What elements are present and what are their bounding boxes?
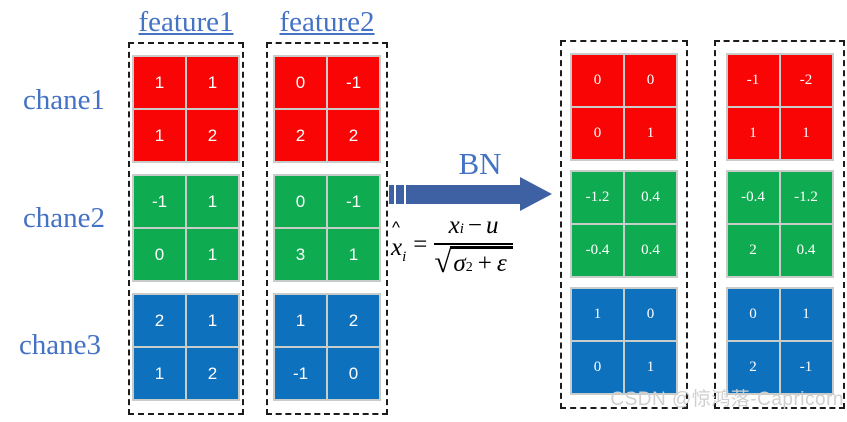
matrix-cell: 0: [625, 289, 676, 340]
feature2-header: feature2: [279, 6, 375, 38]
matrix-cell: -1: [275, 348, 326, 399]
arrow-shaft: [406, 184, 520, 204]
plus-sign: +: [477, 250, 492, 277]
matrix-cell: 1: [187, 57, 238, 108]
matrix-cell: 0: [625, 55, 676, 106]
formula-epsilon: ε: [496, 250, 507, 277]
bn-arrow-label: BN: [458, 146, 502, 181]
matrix-cell: 2: [187, 348, 238, 399]
matrix-cell: 1: [134, 57, 185, 108]
matrix-cell: 0: [572, 342, 623, 393]
matrix-cell: 0: [275, 176, 326, 227]
matrix-cell: 2: [328, 110, 379, 161]
formula-x: x: [391, 234, 403, 261]
formula-x: x: [448, 212, 460, 239]
matrix-cell: 2: [134, 295, 185, 346]
arrow-segment-icon: [396, 184, 404, 204]
matrix-cell: 0: [275, 57, 326, 108]
matrix-cell: 1: [572, 289, 623, 340]
formula-sigma: σ: [453, 250, 466, 277]
matrix-cell: -0.4: [572, 225, 623, 276]
matrix-cell: -2: [780, 55, 832, 106]
matrix-cell: -1: [780, 342, 832, 393]
feature1-header: feature1: [138, 6, 234, 38]
radical-symbol: √: [434, 244, 452, 279]
matrix-cell: 0.4: [625, 225, 676, 276]
matrix-cell: 1: [134, 348, 185, 399]
matrix-cell: 1: [727, 108, 779, 159]
hat-symbol: ^: [392, 218, 400, 237]
matrix-cell: 1: [780, 289, 832, 340]
channel-label-3: chane3: [18, 329, 102, 361]
matrix-cell: 1: [187, 229, 238, 280]
bn-arrow-icon: [389, 176, 552, 212]
formula-subscript: i: [402, 249, 407, 265]
matrix-cell: -1: [328, 176, 379, 227]
matrix-cell: 1: [328, 229, 379, 280]
matrix-cell: 0.4: [780, 225, 832, 276]
matrix-cell: 3: [275, 229, 326, 280]
matrix-cell: 2: [187, 110, 238, 161]
matrix-cell: 0: [328, 348, 379, 399]
formula-mean: u: [486, 212, 499, 239]
matrix-cell: 1: [187, 176, 238, 227]
minus-sign: −: [467, 212, 482, 239]
formula-subscript: i: [459, 221, 464, 237]
matrix-cell: 0: [134, 229, 185, 280]
matrix-cell: -0.4: [727, 172, 779, 223]
matrix-cell: 0: [727, 289, 779, 340]
arrow-segment-icon: [389, 184, 394, 204]
matrix-cell: 0.4: [625, 172, 676, 223]
matrix-cell: 2: [727, 225, 779, 276]
matrix-cell: -1: [328, 57, 379, 108]
matrix-cell: 1: [134, 110, 185, 161]
matrix-cell: 1: [780, 108, 832, 159]
matrix-cell: 1: [625, 108, 676, 159]
matrix-cell: -1.2: [780, 172, 832, 223]
matrix-cell: 2: [328, 295, 379, 346]
matrix-cell: -1: [727, 55, 779, 106]
matrix-cell: 1: [275, 295, 326, 346]
matrix-cell: 2: [727, 342, 779, 393]
channel-label-1: chane1: [22, 84, 106, 116]
matrix-cell: 2: [275, 110, 326, 161]
matrix-cell: 1: [187, 295, 238, 346]
matrix-cell: -1: [134, 176, 185, 227]
arrow-head-icon: [520, 177, 552, 211]
matrix-cell: -1.2: [572, 172, 623, 223]
matrix-cell: 0: [572, 55, 623, 106]
watermark-text: CSDN @惊鸿落-Capricorn: [610, 389, 844, 410]
channel-label-2: chane2: [22, 202, 106, 234]
formula-lhs: ^xi: [391, 218, 407, 266]
matrix-cell: 0: [572, 108, 623, 159]
matrix-cell: 1: [625, 342, 676, 393]
formula-exponent: 2: [465, 260, 473, 275]
equals-sign: =: [413, 231, 428, 258]
